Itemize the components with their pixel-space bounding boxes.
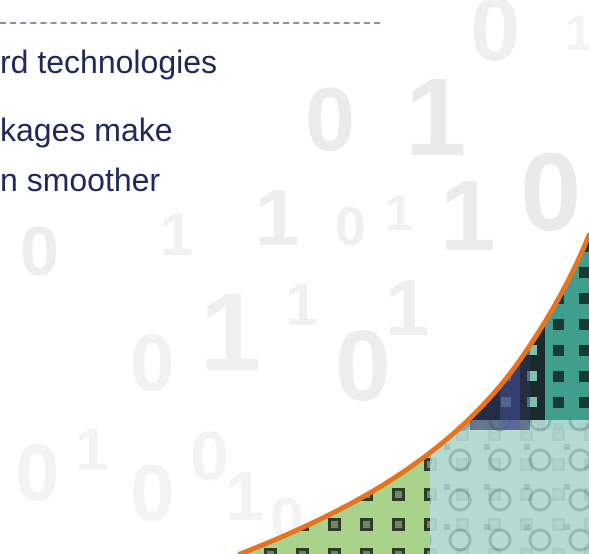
- body-line-3: n smoother: [0, 162, 161, 198]
- svg-text:1: 1: [225, 457, 264, 535]
- svg-text:1: 1: [385, 263, 430, 352]
- svg-text:0: 0: [190, 417, 229, 495]
- svg-text:1: 1: [75, 416, 108, 483]
- svg-text:0: 0: [335, 310, 391, 422]
- svg-text:1: 1: [565, 5, 589, 61]
- svg-text:0: 0: [520, 131, 581, 254]
- svg-text:1: 1: [385, 185, 413, 241]
- dashed-divider: [0, 22, 380, 24]
- svg-text:0: 0: [130, 318, 175, 407]
- svg-text:1: 1: [160, 201, 193, 268]
- svg-text:0: 0: [130, 448, 175, 537]
- svg-text:0: 0: [20, 212, 59, 290]
- svg-text:0: 0: [15, 428, 60, 517]
- svg-text:1: 1: [405, 56, 466, 179]
- body-line-1: rd technologies: [0, 44, 218, 80]
- svg-text:1: 1: [200, 271, 261, 394]
- circuit-board-area: [240, 235, 589, 554]
- svg-text:1: 1: [285, 271, 318, 338]
- svg-text:1: 1: [255, 173, 300, 262]
- body-line-2: kages make: [0, 112, 173, 148]
- svg-text:1: 1: [440, 160, 496, 272]
- growth-curve: [237, 232, 589, 554]
- svg-text:0: 0: [470, 0, 520, 80]
- svg-text:0: 0: [335, 195, 366, 257]
- svg-text:0: 0: [305, 70, 355, 170]
